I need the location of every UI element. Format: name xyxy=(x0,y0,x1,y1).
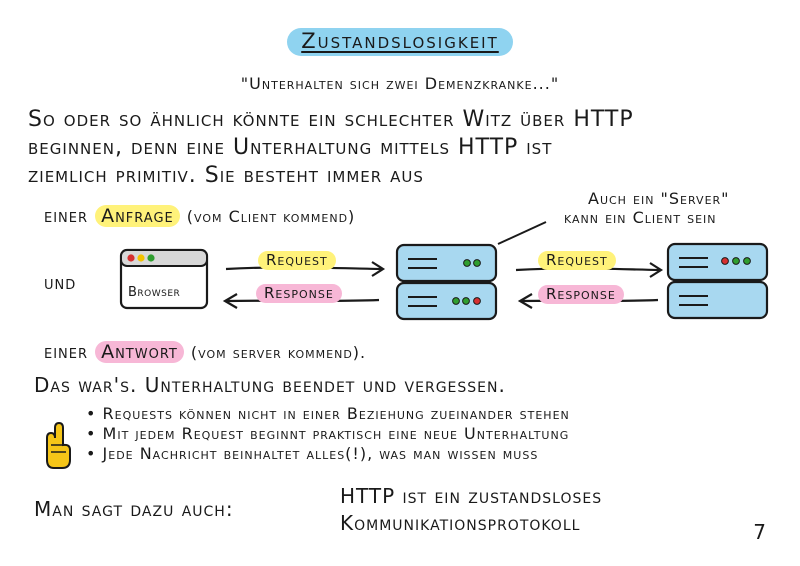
server-note-line-2: kann ein Client sein xyxy=(564,208,717,227)
anfrage-suffix: (vom Client kommend) xyxy=(186,207,356,226)
antwort-prefix: einer xyxy=(44,341,89,363)
anfrage-word: Anfrage xyxy=(95,205,180,227)
page-number: 7 xyxy=(753,520,766,544)
pointing-finger-icon xyxy=(46,421,71,469)
server-icon-middle-top xyxy=(395,243,498,283)
response-pill-1: Response xyxy=(256,284,342,303)
anfrage-prefix: einer xyxy=(44,205,89,227)
antwort-suffix: (vom server kommend). xyxy=(190,343,367,362)
browser-window-icon xyxy=(119,248,209,310)
bullet-item: Mit jedem Request beginnt praktisch eine… xyxy=(86,424,570,444)
intro-line-3: ziemlich primitiv. Sie besteht immer aus xyxy=(28,163,424,188)
server-icon-right-top xyxy=(666,242,769,282)
summary-line-2: Kommunikationsprotokoll xyxy=(340,511,581,535)
quote: "Unterhalten sich zwei Demenzkranke..." xyxy=(240,74,560,93)
anfrage-line: einer Anfrage (vom Client kommend) xyxy=(44,205,355,227)
summary-label: Man sagt dazu auch: xyxy=(34,497,234,521)
server-note-pointer xyxy=(497,221,547,245)
bullet-item: Jede Nachricht beinhaltet alles(!), was … xyxy=(86,444,570,464)
request-pill-2: Request xyxy=(538,251,616,270)
bullet-list: Requests können nicht in einer Beziehung… xyxy=(86,404,570,464)
intro-line-2: beginnen, denn eine Unterhaltung mittels… xyxy=(28,135,553,160)
page-title: Zustandslosigkeit xyxy=(287,28,513,56)
response-pill-2: Response xyxy=(538,285,624,304)
title-container: Zustandslosigkeit xyxy=(0,28,800,56)
intro-line-1: So oder so ähnlich könnte ein schlechter… xyxy=(28,107,634,132)
browser-label: Browser xyxy=(128,285,181,300)
bullet-item: Requests können nicht in einer Beziehung… xyxy=(86,404,570,424)
conclusion: Das war's. Unterhaltung beendet und verg… xyxy=(34,373,506,397)
und-label: und xyxy=(44,272,77,294)
antwort-word: Antwort xyxy=(95,341,184,363)
antwort-line: einer Antwort (vom server kommend). xyxy=(44,341,366,363)
server-icon-middle-bottom xyxy=(395,281,498,321)
server-note-line-1: Auch ein "Server" xyxy=(588,189,730,208)
request-pill-1: Request xyxy=(258,251,336,270)
server-icon-right-bottom xyxy=(666,280,769,320)
summary-line-1: HTTP ist ein zustandsloses xyxy=(340,484,603,508)
